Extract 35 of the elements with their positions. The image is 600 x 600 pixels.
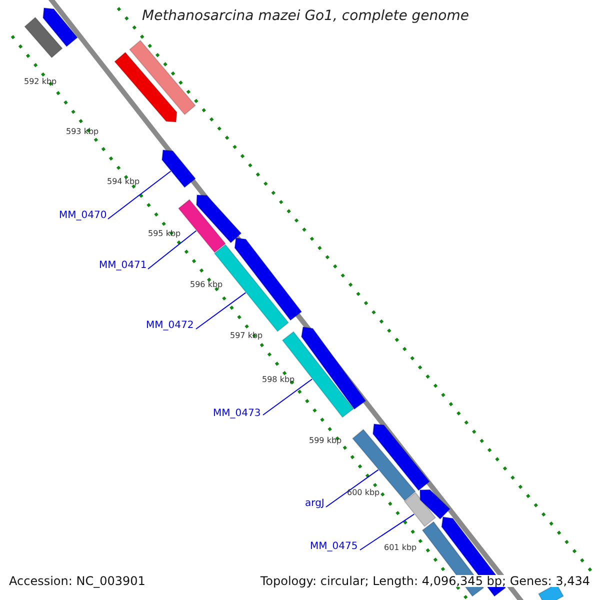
gene-feature [114, 52, 178, 123]
gene-label: MM_0470 [59, 211, 107, 221]
position-label: 595 kbp [148, 230, 181, 238]
position-label: 599 kbp [309, 437, 342, 445]
gene-feature [300, 326, 366, 410]
leader-line [108, 170, 172, 220]
position-label: 600 kbp [347, 489, 380, 497]
position-label: 596 kbp [190, 281, 223, 289]
gene-label: MM_0471 [99, 261, 147, 271]
position-label: 601 kbp [384, 544, 417, 552]
gene-feature [234, 237, 302, 321]
accession-text: Accession: NC_003901 [9, 575, 146, 587]
title: Methanosarcina mazei Go1, complete genome [142, 9, 469, 23]
gene-label: MM_0472 [146, 321, 194, 331]
gene-feature [42, 7, 78, 48]
leader-line [148, 230, 197, 270]
position-label: 593 kbp [66, 128, 99, 136]
gene-label: argJ [305, 499, 324, 509]
position-label: 597 kbp [230, 332, 263, 340]
genome-info-text: Topology: circular; Length: 4,096,345 bp; Genes: 3,434 [260, 575, 590, 587]
gene-label: MM_0475 [310, 542, 358, 552]
gene-label: MM_0473 [213, 409, 261, 419]
leader-line [196, 292, 246, 330]
gene-feature [24, 16, 63, 58]
gene-feature [404, 492, 436, 528]
leader-line [326, 469, 379, 508]
position-label: 592 kbp [24, 78, 57, 86]
gene-feature [128, 40, 196, 116]
leader-line [360, 514, 415, 550]
position-label: 598 kbp [262, 376, 295, 384]
gene-feature [162, 149, 196, 188]
leader-line [262, 378, 313, 416]
gene-feature [196, 194, 242, 244]
gene-feature [282, 331, 354, 418]
position-label: 594 kbp [107, 178, 140, 186]
